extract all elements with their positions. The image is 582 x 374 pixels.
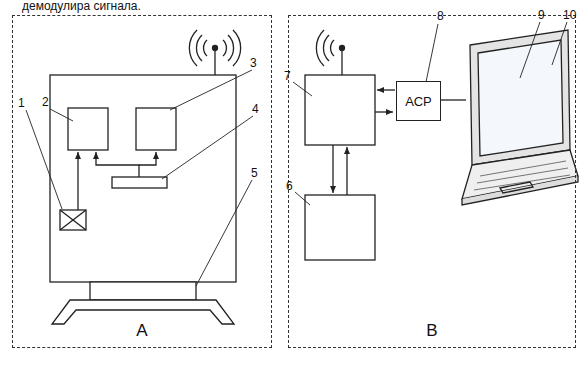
callout-number: 6 bbox=[286, 180, 293, 193]
block-6 bbox=[305, 195, 375, 260]
callout-number: 2 bbox=[42, 96, 49, 109]
device-housing bbox=[50, 75, 236, 282]
leader-lines bbox=[26, 22, 567, 286]
transceiver-7 bbox=[305, 75, 375, 145]
callout-number: 4 bbox=[252, 103, 259, 116]
dashed-region: A bbox=[12, 15, 272, 348]
converter-box: АСР bbox=[396, 81, 441, 121]
antenna-a bbox=[189, 30, 240, 75]
block-3 bbox=[136, 108, 176, 150]
caption-text: демодулира сигнала. bbox=[22, 0, 141, 13]
block-4 bbox=[112, 177, 167, 188]
callout-number: 3 bbox=[250, 57, 257, 70]
stand bbox=[52, 300, 234, 324]
callout-number: 7 bbox=[284, 70, 291, 83]
keyboard-keys bbox=[474, 161, 570, 190]
antenna-b bbox=[316, 30, 344, 75]
sensor-1 bbox=[60, 210, 86, 230]
laptop bbox=[462, 30, 578, 205]
callout-number: 1 bbox=[18, 97, 25, 110]
region-label: B bbox=[289, 321, 575, 341]
callout-number: 10 bbox=[563, 9, 576, 22]
callout-number: 8 bbox=[437, 10, 444, 23]
dashed-region: B АСР bbox=[288, 15, 576, 348]
callout-number: 9 bbox=[538, 9, 545, 22]
callout-number: 5 bbox=[251, 167, 258, 180]
block-2 bbox=[68, 108, 108, 150]
box-label: АСР bbox=[401, 92, 435, 111]
region-label: A bbox=[13, 321, 271, 341]
base-5 bbox=[90, 282, 196, 300]
